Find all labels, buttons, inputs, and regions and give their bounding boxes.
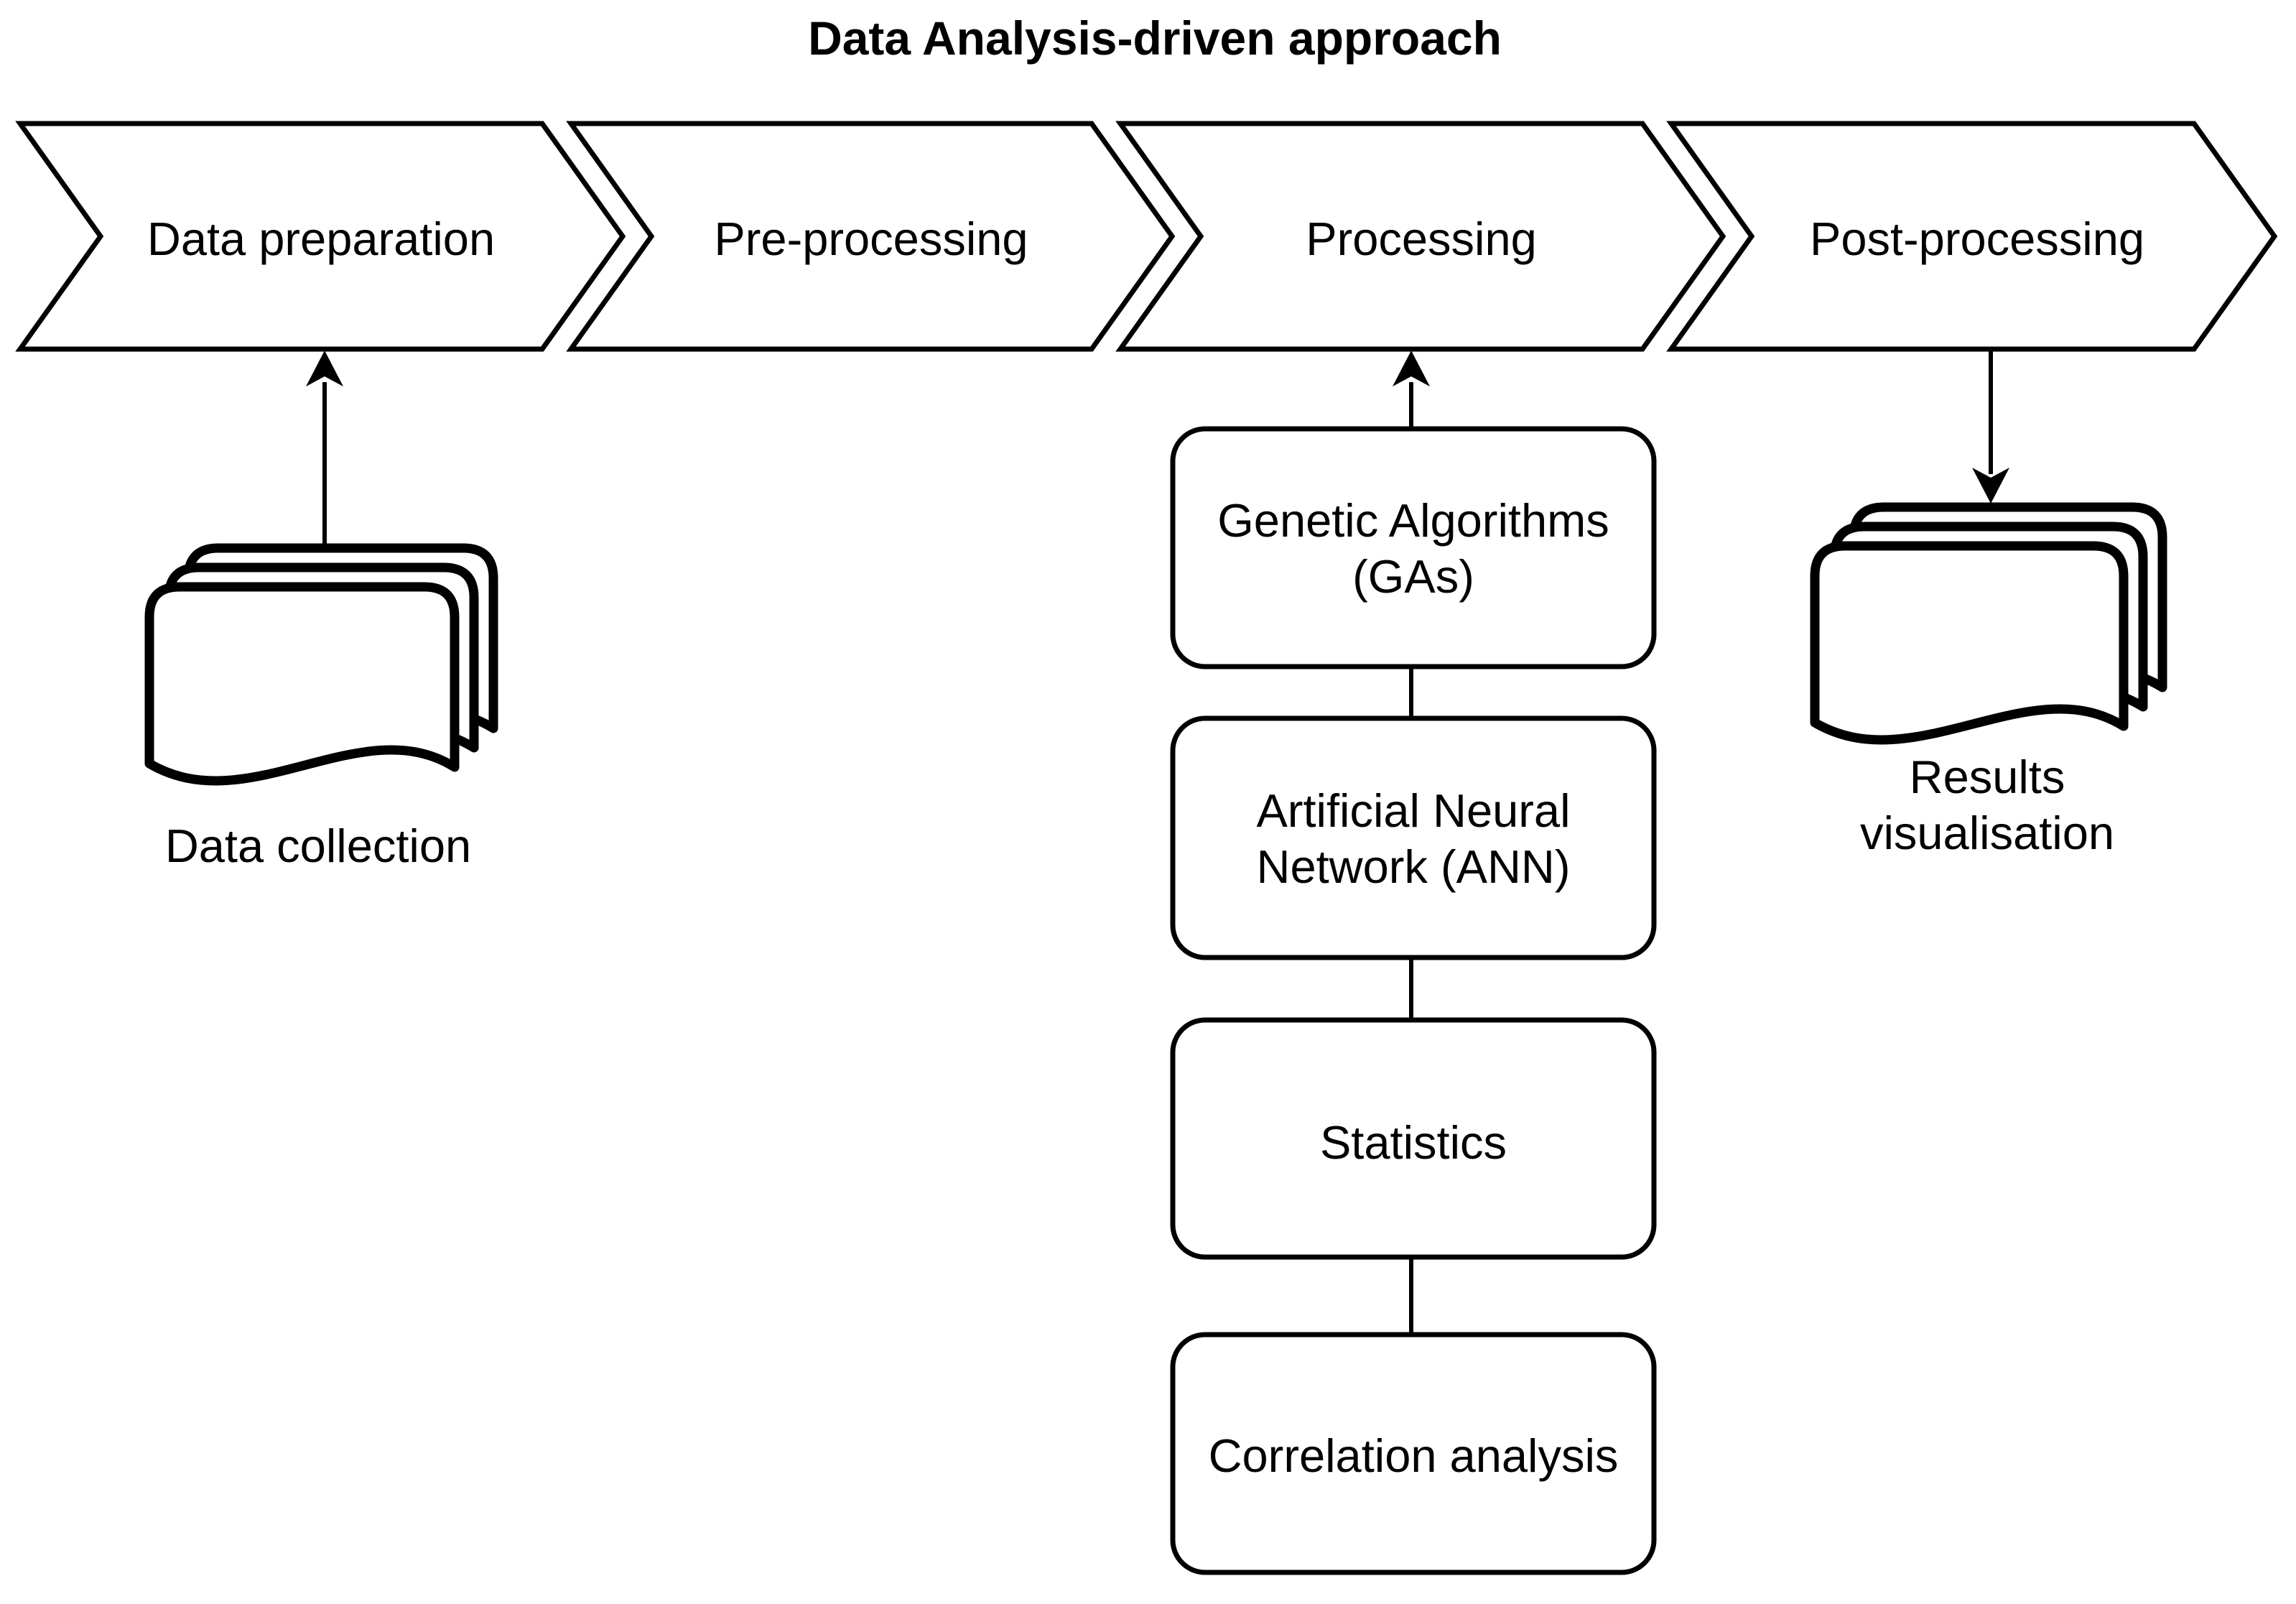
stage-post-processing: Post-processing: [1666, 121, 2278, 352]
data-collection-group: Data collection: [144, 351, 498, 872]
method-label-line1: Statistics: [1320, 1116, 1507, 1169]
results-label-line1: Results: [1910, 751, 2065, 803]
method-label-line1: Genetic Algorithms: [1217, 494, 1609, 547]
stage-pre-processing: Pre-processing: [566, 121, 1176, 352]
results-visualisation-group: Results visualisation: [1810, 351, 2167, 859]
arrow-down-icon: [1972, 468, 2009, 504]
method-label-line2: Network (ANN): [1257, 840, 1571, 893]
document-page-front: [144, 582, 460, 786]
arrow-up-icon: [306, 351, 343, 386]
data-collection-label: Data collection: [165, 820, 471, 872]
method-genetic-algorithms: Genetic Algorithms (GAs): [1170, 426, 1657, 669]
method-label-line1: Artificial Neural: [1256, 784, 1570, 837]
method-statistics: Statistics: [1170, 1017, 1657, 1260]
stage-processing: Processing: [1115, 121, 1726, 352]
method-artificial-neural-network: Artificial Neural Network (ANN): [1170, 715, 1657, 960]
method-label-line2: (GAs): [1352, 550, 1474, 603]
method-box: [1170, 1332, 1657, 1575]
multi-document-icon: [1810, 502, 2167, 745]
method-label-line1: Correlation analysis: [1209, 1429, 1619, 1482]
stage-data-preparation: Data preparation: [15, 121, 626, 352]
arrow-up-icon: [1393, 351, 1430, 386]
stage-label: Pre-processing: [714, 213, 1028, 265]
chevron-shape: [566, 121, 1176, 352]
processing-methods-group: Genetic Algorithms (GAs) Artificial Neur…: [1170, 351, 1657, 1575]
multi-document-icon: [144, 543, 498, 786]
stage-label: Post-processing: [1810, 213, 2144, 265]
chevron-shape: [1666, 121, 2278, 352]
method-box: [1170, 426, 1657, 669]
document-page-front: [1810, 541, 2129, 745]
method-box: [1170, 715, 1657, 960]
results-label-line2: visualisation: [1860, 807, 2114, 859]
chevron-shape: [1115, 121, 1726, 352]
pipeline-stages: Data preparation Pre-processing Processi…: [15, 121, 2278, 352]
stage-label: Processing: [1306, 213, 1537, 265]
stage-label: Data preparation: [147, 213, 495, 265]
chevron-shape: [15, 121, 626, 352]
diagram-title: Data Analysis-driven approach: [808, 11, 1502, 65]
method-correlation-analysis: Correlation analysis: [1170, 1332, 1657, 1575]
